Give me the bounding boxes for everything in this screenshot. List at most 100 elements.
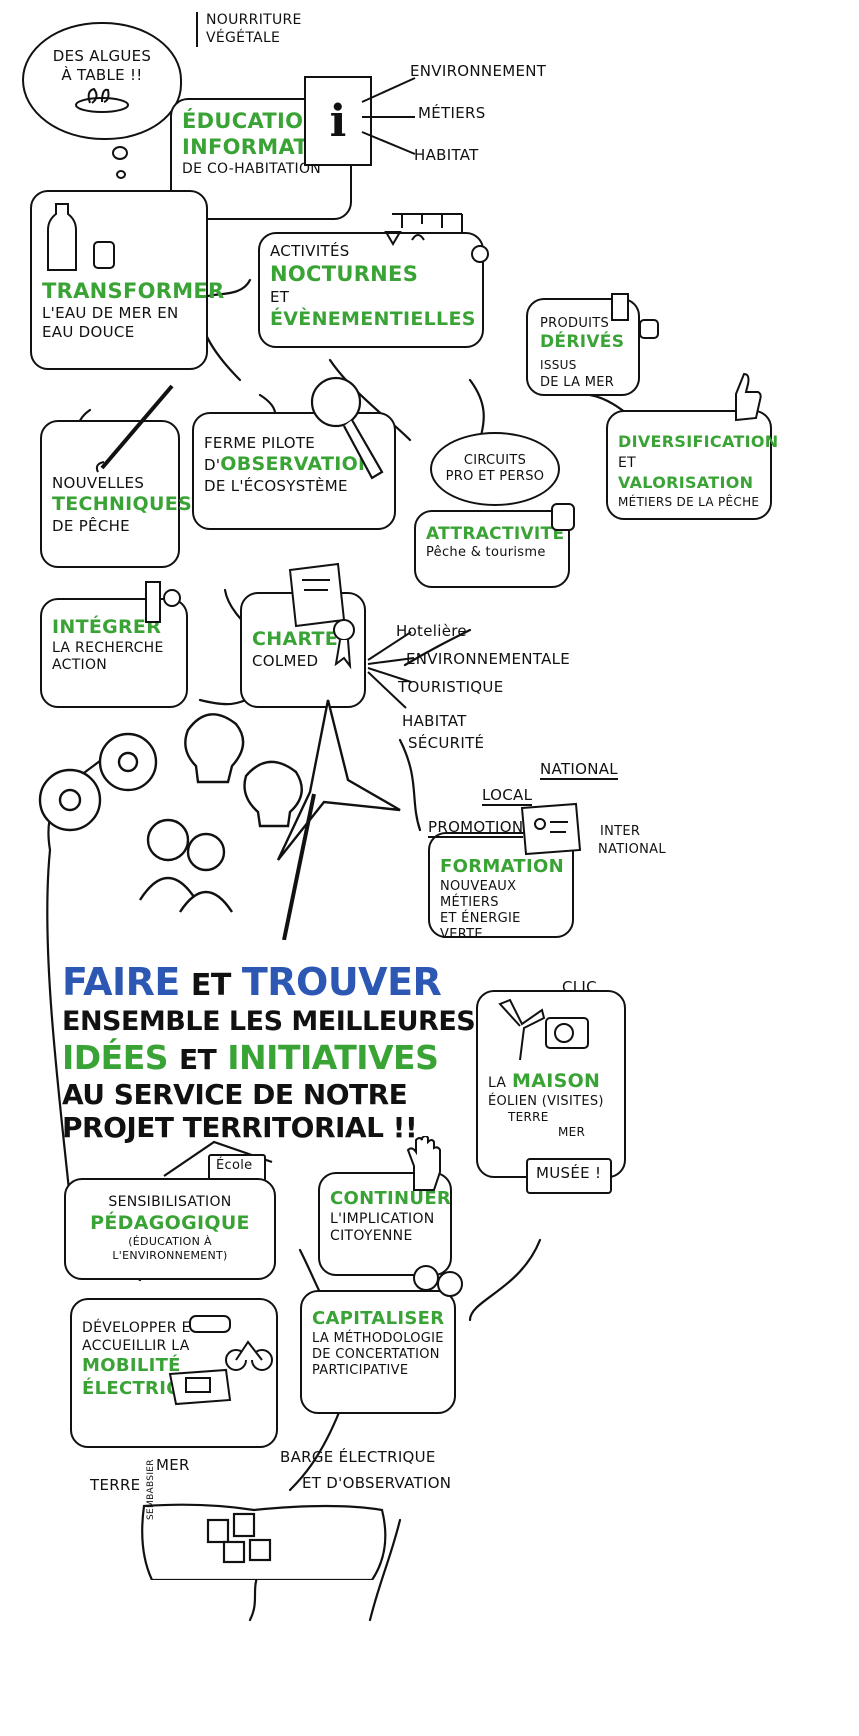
main-w4: idées: [62, 1037, 169, 1077]
musee-box: Musée !: [526, 1158, 612, 1194]
education-title1: Éducation: [182, 109, 322, 133]
thought-text: Des algues à table !!: [52, 47, 152, 84]
scope-local: Local: [482, 786, 533, 806]
continuer-box: Continuer L'implication citoyenne: [318, 1172, 452, 1276]
education-box: Éducation information de co-habitation: [170, 98, 352, 220]
ferme-prefix: d': [204, 455, 221, 474]
developper-title1: Mobilité: [82, 1355, 181, 1376]
fishing-rod-icon: [95, 384, 174, 473]
maison-line1: La Maison: [488, 1070, 614, 1094]
integrer-line1: la recherche: [52, 639, 164, 656]
circuits-bubble: Circuits pro et perso: [430, 432, 560, 506]
thumbs-up-icon: [735, 372, 762, 422]
maison-line: éolien (visites): [488, 1093, 604, 1109]
formation-title: Formation: [440, 856, 564, 877]
ideas-illustration: [38, 699, 401, 940]
education-item-environnement: environnement: [410, 62, 547, 80]
main-line2: ensemble les meilleures: [62, 1005, 476, 1037]
charte-title: Charte: [252, 628, 339, 650]
attractivite-title: Attractivité: [426, 524, 565, 544]
maison-prefix: La: [488, 1075, 507, 1091]
produits-suffix: issus: [540, 357, 577, 372]
developper-line2: accueillir la: [82, 1337, 190, 1354]
sensibilisation-line1: Sensibilisation: [108, 1194, 232, 1210]
transformer-line1: L'eau de mer en: [42, 304, 179, 323]
bottle-icon: [47, 203, 115, 271]
circuits-line1: Circuits: [463, 452, 527, 468]
jar-icon: [611, 293, 659, 339]
faces-icon: [413, 1265, 463, 1297]
charte-item-hoteliere: Hotelière: [396, 622, 467, 640]
bottom-mer: mer: [156, 1456, 190, 1474]
scope-international: national: [598, 842, 666, 857]
scope-promotion: Promotion: [428, 818, 524, 838]
magnifier-icon: [310, 376, 384, 480]
bottom-barge2: et d'observation: [302, 1474, 452, 1492]
cup-icon: [551, 503, 575, 531]
nourriture-line2: végétale: [206, 29, 281, 46]
wind-turbine-camera-icon: [498, 998, 589, 1061]
activites-line1: Activités: [270, 242, 350, 260]
thought-bubble: Des algues à table !!: [22, 22, 182, 140]
ecole-sign: École: [208, 1154, 266, 1182]
techniques-line3: de pêche: [52, 516, 130, 535]
charte-item-habitat: habitat: [402, 712, 467, 730]
techniques-title: techniques: [52, 492, 192, 515]
integrer-line2: action: [52, 657, 108, 674]
diversification-box: Diversification et Valorisation métiers …: [606, 410, 779, 520]
thought-dot-1: [112, 146, 128, 160]
main-line5: projet territorial !!: [62, 1111, 418, 1145]
diversification-line2: et Valorisation: [618, 452, 760, 495]
maison-box: La Maison éolien (visites) Terre Mer: [476, 990, 626, 1178]
diversification-title2: Valorisation: [618, 473, 754, 493]
bottom-barge1: Barge électrique: [280, 1448, 436, 1466]
scope-national: National: [540, 760, 618, 780]
charte-sub: Colmed: [252, 651, 319, 670]
continuer-line1: L'implication: [330, 1210, 435, 1227]
integrer-title: Intégrer: [52, 616, 162, 638]
maison-title: Maison: [512, 1070, 601, 1092]
produits-line1: Produits: [540, 316, 610, 331]
bottom-terre: Terre: [90, 1476, 141, 1494]
capitaliser-box: Capitaliser la méthodologie de concertat…: [300, 1290, 456, 1414]
produits-title: dérivés: [540, 332, 625, 353]
electric-vehicles-icon: [168, 1315, 273, 1406]
ecole-label: École: [216, 1158, 253, 1173]
nourriture-line1: Nourriture: [206, 12, 302, 28]
main-w2: et: [190, 968, 231, 1003]
ferme-title: Observation: [220, 452, 375, 475]
attractivite-box: Attractivité Pêche & tourisme: [414, 510, 570, 588]
sensibilisation-line2: (Éducation à l'environnement): [112, 1235, 228, 1262]
capitaliser-title: Capitaliser: [312, 1308, 445, 1329]
main-line1: Faire et trouver: [62, 960, 512, 1006]
education-sub: de co-habitation: [182, 160, 322, 177]
education-arrows: [361, 77, 416, 155]
charte-item-touristique: touristique: [398, 678, 504, 696]
diversification-sub: métiers de la pêche: [618, 494, 760, 509]
continuer-line2: citoyenne: [330, 1228, 413, 1244]
maison-mer: Mer: [558, 1125, 586, 1139]
produits-line3: de la mer: [540, 374, 615, 390]
microscope-icon: [145, 581, 181, 623]
ferme-line3: de l'écosystème: [204, 476, 348, 495]
barge-illustration: [141, 1503, 387, 1580]
scope-inter: Inter: [600, 824, 641, 839]
party-lights-icon: [384, 213, 489, 263]
sensibilisation-title: Pédagogique: [90, 1211, 250, 1234]
main-line3: idées et initiatives: [62, 1038, 512, 1078]
charter-document-icon: [288, 562, 355, 670]
diversification-prefix: et: [618, 455, 636, 471]
continuer-title: Continuer: [330, 1188, 452, 1209]
sensibilisation-box: Sensibilisation Pédagogique (Éducation à…: [64, 1178, 276, 1280]
diversification-title1: Diversification: [618, 432, 779, 451]
formation-line2: et énergie verte: [440, 911, 521, 943]
transformer-line2: eau douce: [42, 323, 135, 341]
transformer-title: Transformer: [42, 279, 225, 303]
capitaliser-line2: de concertation: [312, 1346, 440, 1362]
techniques-line1: Nouvelles: [52, 474, 145, 492]
activites-title1: nocturnes: [270, 261, 419, 286]
capitaliser-line1: la méthodologie: [312, 1330, 444, 1346]
formation-line1: Nouveaux métiers: [440, 878, 517, 910]
capitaliser-line3: participative: [312, 1363, 409, 1378]
charte-item-securite: sécurité: [408, 734, 485, 752]
